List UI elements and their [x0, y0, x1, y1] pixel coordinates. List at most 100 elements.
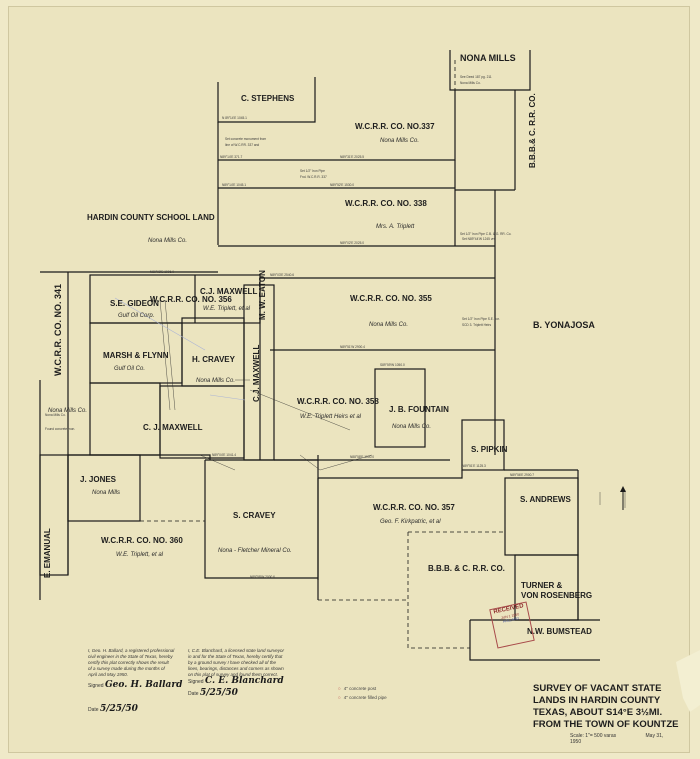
tract-m-w-eaton: M. W. EATON: [258, 270, 267, 320]
owner-hardin-school: Nona Mills Co.: [148, 238, 188, 244]
svg-text:Set 1/2" Iron Pipe: Set 1/2" Iron Pipe: [300, 169, 325, 173]
tract-s-cravey: S. CRAVEY: [233, 511, 276, 520]
title-line-4: FROM THE TOWN OF KOUNTZE: [533, 718, 679, 730]
bbc-dashed-west: [407, 532, 470, 649]
owner-marsh-flynn: Gulf Oil Co.: [114, 366, 146, 372]
date-label-left: Date: [88, 707, 99, 713]
s-pipkin-block: [461, 419, 505, 471]
tract-hardin-school: HARDIN COUNTY SCHOOL LAND: [87, 213, 215, 222]
svg-text:N89°04'E 1041.4: N89°04'E 1041.4: [212, 453, 236, 457]
owner-j-jones: Nona Mills: [92, 490, 121, 496]
tract-s-andrews: S. ANDREWS: [520, 495, 571, 504]
tract-wcrr-356: W.C.R.R. CO. NO. 356: [150, 295, 232, 304]
maxwell-west-block: [89, 382, 161, 456]
svg-text:N89°14'E 371.7: N89°14'E 371.7: [220, 155, 242, 159]
svg-text:Found concrete mon.: Found concrete mon.: [45, 427, 75, 431]
date-left: Date 5/25/50: [88, 704, 138, 714]
date-right: Date 5/25/50: [188, 688, 238, 698]
svg-text:N89°51'E 1125.3: N89°51'E 1125.3: [462, 464, 486, 468]
svg-text:Nona Mills Co.: Nona Mills Co.: [45, 413, 66, 417]
tract-se-gideon: S.E. GIDEON: [110, 299, 159, 308]
svg-text:N89°02'E 2025.0: N89°02'E 2025.0: [340, 241, 364, 245]
tract-j-jones: J. JONES: [80, 475, 117, 484]
tract-wcrr-360: W.C.R.R. CO. NO. 360: [101, 536, 183, 545]
blue-pencil-marks: [114, 297, 246, 401]
signature-right: Signed C. E. Blanchard: [188, 676, 284, 686]
date-left-value: 5/25/50: [99, 704, 138, 714]
survey-hatching: [159, 299, 626, 508]
survey-call-notes: N 89°14'E 1045.1 N89°14'E 371.7 N89°31'E…: [45, 75, 534, 579]
wcrr-357-top: [318, 470, 463, 479]
tract-bbc-rr-low: B.B.B. & C. R.R. CO.: [428, 564, 505, 573]
legend-item-post-label: 4" concrete post: [343, 686, 377, 691]
signed-label-left: Signed: [88, 683, 104, 689]
h-cravey-block: [181, 317, 245, 387]
s-cravey-boundary: [204, 460, 318, 579]
owner-wcrr-355: Nona Mills Co.: [369, 322, 409, 328]
owner-wcrr-341: Nona Mills Co.: [48, 408, 88, 414]
tract-cj-maxwell-top: C.J. MAXWELL: [200, 287, 258, 296]
svg-text:N88°58'E 1000.0: N88°58'E 1000.0: [350, 455, 374, 459]
certification-left: I, Geo. H. Ballard, a registered profess…: [88, 648, 175, 678]
legend-item-post: ○4" concrete post: [338, 686, 377, 691]
owner-wcrr-358: W.E. Triplett Heirs et al: [300, 414, 362, 420]
svg-text:Nona Mills Co.: Nona Mills Co.: [460, 81, 481, 85]
tract-h-cravey: H. CRAVEY: [192, 355, 235, 364]
svg-text:N89°52'E 1530.0: N89°52'E 1530.0: [330, 183, 354, 187]
svg-text:N89°56'E 2900.7: N89°56'E 2900.7: [510, 473, 534, 477]
nona-mills-boundary: [449, 50, 531, 91]
map-footer: Scale: 1"= 500 varas May 31, 1950: [570, 733, 690, 745]
bumstead-boundary: [469, 620, 600, 661]
owner-wcrr-357: Geo. F. Kirkpatric, et al: [380, 519, 441, 525]
jb-fountain-block: [374, 368, 426, 448]
map-title: SURVEY OF VACANT STATE LANDS IN HARDIN C…: [533, 683, 693, 731]
svg-text:line of W.C.RR. 337 and: line of W.C.RR. 337 and: [225, 143, 259, 147]
scale-text: Scale: 1"= 500 varas: [570, 733, 617, 739]
svg-text:N89°08'E 1996.0: N89°08'E 1996.0: [150, 270, 174, 274]
svg-text:N89°03'E 2540.6: N89°03'E 2540.6: [270, 273, 294, 277]
owner-se-gideon: Gulf Oil Corp.: [118, 313, 155, 319]
tract-wcrr-341: W.C.R.R. CO. NO. 341: [53, 283, 63, 376]
s-andrews-block: [504, 477, 579, 556]
map-legend: ○4" concrete post ○4" concrete filled pi…: [338, 686, 387, 704]
title-line-3: TEXAS, ABOUT S14°E 3½MI.: [533, 706, 663, 718]
tract-wcrr-355: W.C.R.R. CO. NO. 355: [350, 294, 432, 303]
certification-right: I, C.E. Blanchard, a licensed state land…: [188, 648, 285, 678]
tract-wcrr-358: W.C.R.R. CO. NO. 358: [297, 397, 379, 406]
signature-left: Signed Geo. H. Ballard: [88, 680, 182, 690]
received-stamp: RECEIVED JUN 1 1950 HOLLAND: [489, 601, 535, 649]
tract-wcrr-338: W.C.R.R. CO. NO. 338: [345, 199, 427, 208]
tract-turner-line1: TURNER &: [521, 581, 563, 590]
tract-wcrr-357: W.C.R.R. CO. NO. 357: [373, 503, 455, 512]
svg-text:Fnd. W.C.R.R. 337: Fnd. W.C.R.R. 337: [300, 175, 327, 179]
svg-text:N 89°14'E 1045.1: N 89°14'E 1045.1: [222, 116, 247, 120]
tract-bbc-rr-top: B.B.B.& C. R.R. CO.: [528, 93, 537, 168]
tract-turner-line2: VON ROSENBERG: [521, 591, 593, 600]
dashed-boundaries: [140, 60, 506, 649]
cj-maxwell-low-block: [159, 385, 245, 459]
owner-jb-fountain: Nona Mills Co.: [392, 424, 432, 430]
svg-text:Set N89°44'W 1245 vrs: Set N89°44'W 1245 vrs: [462, 237, 495, 241]
title-line-1: SURVEY OF VACANT STATE: [533, 683, 662, 694]
c-stephens-boundary: [217, 77, 316, 123]
legend-item-pipe-label: 4" concrete filled pipe: [343, 695, 387, 700]
tract-marsh-flynn: MARSH & FLYNN: [103, 351, 169, 360]
paper-background: [8, 6, 690, 753]
signature-left-name: Geo. H. Ballard: [104, 680, 183, 690]
svg-text:N89°58'W 2000.6: N89°58'W 2000.6: [250, 575, 275, 579]
owner-wcrr-338: Mrs. A. Triplett: [376, 224, 415, 230]
tract-jb-fountain: J. B. FOUNTAIN: [389, 405, 449, 414]
tract-boundaries: [39, 50, 600, 661]
north-arrow: [620, 486, 626, 510]
tract-cj-maxwell-mid: C.J. MAXWELL: [252, 344, 261, 402]
svg-text:N89°31'E 2025.5: N89°31'E 2025.5: [340, 155, 364, 159]
legend-item-pipe: ○4" concrete filled pipe: [338, 695, 387, 700]
date-text: May 31, 1950: [570, 733, 664, 745]
date-right-value: 5/25/50: [199, 688, 238, 698]
tract-wcrr-337: W.C.R.R. CO. NO.337: [355, 122, 435, 131]
signature-right-name: C. E. Blanchard: [204, 676, 284, 686]
j-jones-block: [67, 454, 141, 522]
title-line-2: LANDS IN HARDIN COUNTY: [533, 694, 661, 706]
tract-nona-mills: NONA MILLS: [460, 53, 516, 63]
